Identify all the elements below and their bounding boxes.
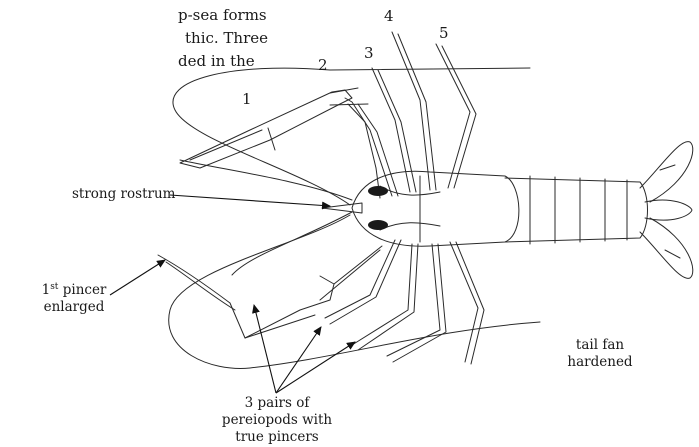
label-first-pincer-line2: enlarged: [40, 299, 108, 316]
abdomen: [505, 178, 648, 242]
label-tail-fan-line1: tail fan: [560, 337, 640, 354]
leg-lower-3: [352, 244, 412, 345]
rostrum: [322, 203, 362, 213]
label-first-pincer: 1st pincer enlarged: [40, 282, 108, 316]
lower-first-pincer: [158, 246, 382, 338]
label-tail-fan-line2: hardened: [560, 354, 640, 371]
pairs-arrow-left: [254, 305, 276, 393]
pereiopod-number-2: 2: [318, 58, 328, 73]
pairs-arrow-right: [276, 342, 355, 393]
pincer-arrow: [110, 260, 165, 295]
antenna-lower-inner: [232, 212, 352, 275]
label-first-pincer-line1: 1st pincer: [40, 282, 108, 299]
leg-lower-5: [450, 242, 478, 362]
antenna-lower-outer: [169, 215, 540, 368]
label-three-pairs-line1: 3 pairs of: [217, 395, 337, 412]
antenna-upper-outer: [173, 68, 530, 205]
pereiopod-number-5: 5: [439, 26, 449, 41]
label-three-pairs-line3: true pincers: [217, 429, 337, 446]
pairs-arrow-middle: [276, 327, 321, 393]
label-tail-fan: tail fan hardened: [560, 337, 640, 371]
label-three-pairs: 3 pairs of pereiopods with true pincers: [217, 395, 337, 446]
label-three-pairs-line2: pereiopods with: [217, 412, 337, 429]
label-strong-rostrum: strong rostrum: [72, 186, 175, 203]
pereiopod-number-3: 3: [364, 46, 374, 61]
pereiopod-number-4: 4: [384, 9, 394, 24]
eyes: [368, 186, 388, 230]
rostrum-arrow: [170, 195, 330, 206]
leg-upper-5: [436, 44, 470, 188]
pereiopod-number-1: 1: [242, 92, 252, 107]
upper-first-pincer: [180, 88, 380, 198]
leg-upper-2: [345, 98, 392, 196]
